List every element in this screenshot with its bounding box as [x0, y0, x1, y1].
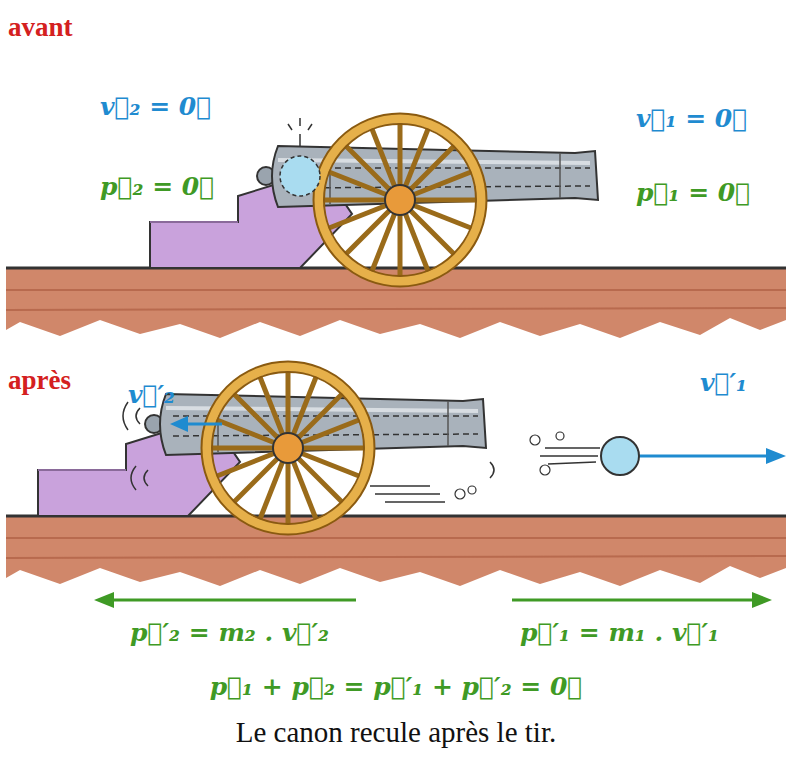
- momentum-label: p⃗₂ = 0⃗: [100, 172, 214, 201]
- state-label: avant: [8, 12, 73, 43]
- momentum-label: p⃗′₂ = m₂ . v⃗′₂: [130, 618, 329, 647]
- velocity-label: v⃗′₂: [128, 380, 175, 409]
- momentum-label: p⃗′₁ = m₁ . v⃗′₁: [520, 618, 719, 647]
- velocity-label: v⃗′₁: [700, 368, 747, 397]
- state-label: après: [8, 365, 71, 396]
- velocity-label: v⃗₂ = 0⃗: [100, 92, 211, 121]
- caption: Le canon recule après le tir.: [236, 716, 556, 749]
- equation-label: p⃗₁ + p⃗₂ = p⃗′₁ + p⃗′₂ = 0⃗: [210, 672, 583, 701]
- velocity-label: v⃗₁ = 0⃗: [636, 104, 747, 133]
- momentum-label: p⃗₁ = 0⃗: [636, 178, 750, 207]
